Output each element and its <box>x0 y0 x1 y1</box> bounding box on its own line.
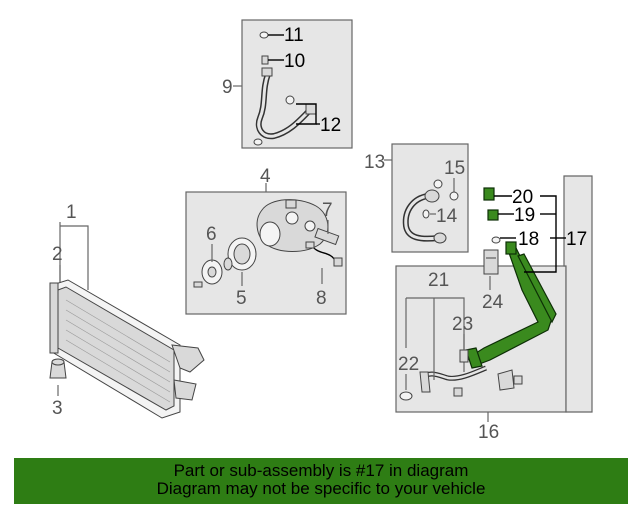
callout-16: 16 <box>478 422 499 443</box>
callout-3: 3 <box>52 398 63 419</box>
callout-17: 17 <box>566 229 587 250</box>
banner-line-2: Diagram may not be specific to your vehi… <box>156 479 486 498</box>
service-cap-23[interactable] <box>459 349 469 363</box>
expansion-valve-24[interactable] <box>483 249 499 275</box>
compressor[interactable] <box>256 199 329 252</box>
callout-8: 8 <box>316 288 327 309</box>
callout-15: 15 <box>444 158 465 179</box>
callout-10: 10 <box>284 51 305 72</box>
callout-7: 7 <box>322 200 333 221</box>
suction-pipe-21[interactable] <box>419 365 487 393</box>
o-ring-18[interactable] <box>491 236 501 244</box>
dryer-bottle[interactable] <box>49 358 67 379</box>
liquid-hose[interactable] <box>255 67 317 140</box>
callout-22: 22 <box>398 354 419 375</box>
callout-23: 23 <box>452 314 473 335</box>
service-valve-cap[interactable] <box>261 55 269 65</box>
callout-4: 4 <box>260 166 271 187</box>
callout-12: 12 <box>320 115 341 136</box>
suction-hose[interactable] <box>402 189 447 244</box>
callout-11: 11 <box>284 25 304 46</box>
o-ring-15[interactable] <box>433 179 443 189</box>
condenser-assembly[interactable] <box>49 279 205 419</box>
o-ring-19[interactable] <box>487 209 499 221</box>
callout-13: 13 <box>364 152 385 173</box>
info-banner: Part or sub-assembly is #17 in diagram D… <box>14 458 628 504</box>
o-ring-lower[interactable] <box>253 138 263 146</box>
callout-5: 5 <box>236 288 247 309</box>
callout-1: 1 <box>66 202 77 223</box>
o-ring-20[interactable] <box>483 187 495 201</box>
o-ring-upper[interactable] <box>285 95 295 105</box>
callout-14: 14 <box>436 206 458 227</box>
clutch-pulley[interactable] <box>227 237 257 271</box>
discharge-hose-box-tab <box>563 175 593 413</box>
callout-24: 24 <box>482 292 504 313</box>
callout-6: 6 <box>206 224 217 245</box>
callout-2: 2 <box>52 244 63 265</box>
callout-20: 20 <box>512 187 533 208</box>
callout-19: 19 <box>514 205 535 226</box>
wire-harness[interactable] <box>305 241 343 267</box>
banner-line-1: Part or sub-assembly is #17 in diagram <box>173 461 469 480</box>
callout-9: 9 <box>222 77 233 98</box>
o-ring-22[interactable] <box>399 391 413 401</box>
callout-21: 21 <box>428 270 449 291</box>
o-ring-14[interactable] <box>422 209 430 219</box>
bracket[interactable] <box>453 369 523 397</box>
parts-diagram: 1 2 3 4 6 5 7 8 9 <box>49 19 593 443</box>
discharge-hose-17[interactable] <box>465 241 557 369</box>
callout-18: 18 <box>518 229 539 250</box>
o-ring[interactable] <box>259 31 269 39</box>
